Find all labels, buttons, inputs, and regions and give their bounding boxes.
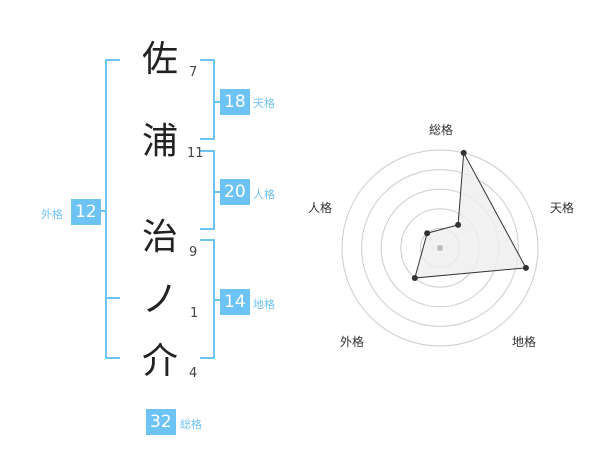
radar-axis-label-tenkaku: 天格: [550, 200, 574, 215]
stroke-count-2: 11: [187, 146, 204, 161]
name-char-5: 介: [142, 341, 179, 382]
name-char-1: 佐: [142, 39, 179, 80]
stroke-count-4: 1: [190, 306, 199, 321]
tenkaku-value: 18: [220, 89, 250, 115]
radar-axis-label-jinkaku: 人格: [308, 200, 332, 215]
radar-axis-label-soukaku: 総格: [429, 122, 453, 137]
radar-polygon: [414, 151, 527, 279]
radar-center-dot: [437, 245, 443, 251]
gaikaku-bracket: [105, 59, 120, 359]
radar-points: [411, 149, 529, 282]
radar-point: [460, 149, 467, 156]
radar-axis-label-gaikaku: 外格: [340, 334, 364, 349]
jinkaku-label: 人格: [253, 188, 275, 201]
radar-point: [424, 230, 431, 237]
radar-point: [411, 275, 418, 282]
radar-point: [455, 221, 462, 228]
stroke-count-5: 4: [189, 366, 198, 381]
radar-ring: [341, 149, 539, 347]
soukaku-label: 総格: [180, 418, 202, 431]
name-char-4: ノ: [142, 279, 179, 320]
gaikaku-label: 外格: [41, 208, 63, 221]
radar-axis-label-chikaku: 地格: [512, 334, 536, 349]
chikaku-value: 14: [220, 289, 250, 315]
name-char-3: 治: [142, 217, 179, 258]
jinkaku-value: 20: [220, 179, 250, 205]
soukaku-value: 32: [146, 409, 176, 435]
stroke-count-1: 7: [189, 65, 198, 80]
tenkaku-label: 天格: [253, 97, 275, 110]
chikaku-label: 地格: [253, 298, 275, 311]
tenkaku-bracket: [200, 59, 215, 140]
name-char-2: 浦: [142, 121, 179, 162]
radar-ring: [361, 169, 519, 327]
radar-point: [522, 264, 529, 271]
gaikaku-value: 12: [71, 199, 101, 225]
stroke-count-3: 9: [189, 245, 198, 260]
jinkaku-bracket: [200, 150, 215, 230]
